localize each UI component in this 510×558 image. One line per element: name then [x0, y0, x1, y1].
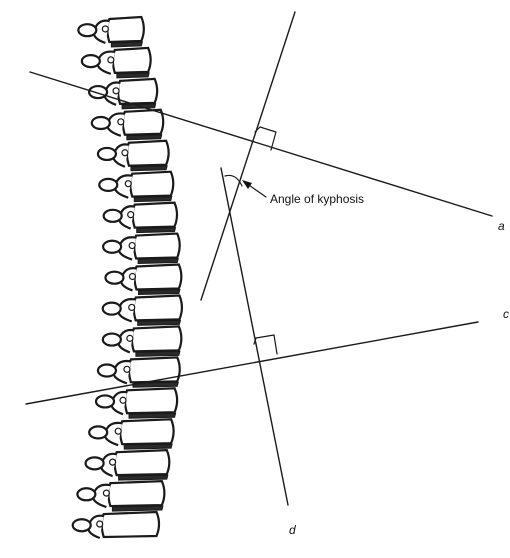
- facet-joint: [77, 488, 95, 500]
- facet-joint: [82, 55, 100, 67]
- intervertebral-disc: [138, 259, 178, 264]
- vertebral-body: [125, 388, 177, 413]
- intervertebral-disc: [136, 351, 180, 356]
- vertebral-body: [107, 17, 144, 42]
- facet-joint: [103, 334, 121, 346]
- vertebral-body: [108, 481, 164, 506]
- intervertebral-disc: [137, 228, 176, 233]
- vertebral-body: [113, 48, 151, 73]
- intervertebral-disc: [112, 506, 163, 511]
- intervertebral-disc: [138, 289, 179, 294]
- facet-joint: [103, 241, 121, 253]
- vertebral-body: [115, 450, 170, 475]
- vertebral-body: [102, 512, 159, 537]
- vertebral-body: [133, 203, 177, 228]
- facet-joint: [89, 86, 107, 98]
- facet-joint: [78, 24, 96, 36]
- perpendicular-line-a: [201, 12, 295, 300]
- intervertebral-disc: [131, 166, 167, 171]
- vertebral-body: [129, 357, 180, 382]
- intervertebral-disc: [138, 320, 181, 325]
- vertebral-body: [118, 79, 157, 104]
- intervertebral-disc: [134, 197, 172, 202]
- vertebral-body: [120, 419, 173, 444]
- facet-joint: [105, 272, 123, 284]
- vertebral-body: [132, 326, 182, 351]
- thoracic-spine-drawing: [73, 17, 182, 538]
- facet-joint: [96, 395, 114, 407]
- intervertebral-disc: [111, 42, 142, 47]
- vertebral-body: [123, 110, 163, 135]
- facet-joint: [92, 117, 110, 129]
- label-d: d: [289, 523, 296, 537]
- intervertebral-disc: [127, 135, 162, 140]
- angle-of-kyphosis-label: Angle of kyphosis: [270, 192, 364, 206]
- vertebral-body: [134, 265, 181, 290]
- facet-joint: [86, 457, 104, 469]
- right-angle-marker-a: [255, 127, 276, 150]
- facet-joint: [89, 426, 107, 438]
- angle-annotation: Angle of kyphosis: [242, 180, 364, 206]
- intervertebral-disc: [129, 413, 176, 418]
- facet-joint: [104, 210, 122, 222]
- annotation-arrowhead-icon: [242, 180, 252, 189]
- vertebral-body: [134, 234, 180, 259]
- label-a: a: [498, 219, 505, 233]
- intervertebral-disc: [117, 73, 149, 78]
- endplate-line-a: [30, 72, 492, 216]
- vertebral-body: [130, 172, 173, 197]
- facet-joint: [98, 365, 116, 377]
- facet-joint: [99, 179, 117, 191]
- intervertebral-disc: [124, 444, 172, 449]
- vertebral-body: [127, 141, 169, 166]
- facet-joint: [73, 519, 91, 531]
- facet-joint: [98, 148, 116, 160]
- perpendicular-line-d: [221, 168, 288, 505]
- endplate-line-c: [26, 322, 478, 404]
- facet-joint: [103, 303, 121, 315]
- label-c: c: [503, 307, 509, 321]
- intervertebral-disc: [119, 475, 168, 480]
- vertebral-body: [134, 295, 182, 320]
